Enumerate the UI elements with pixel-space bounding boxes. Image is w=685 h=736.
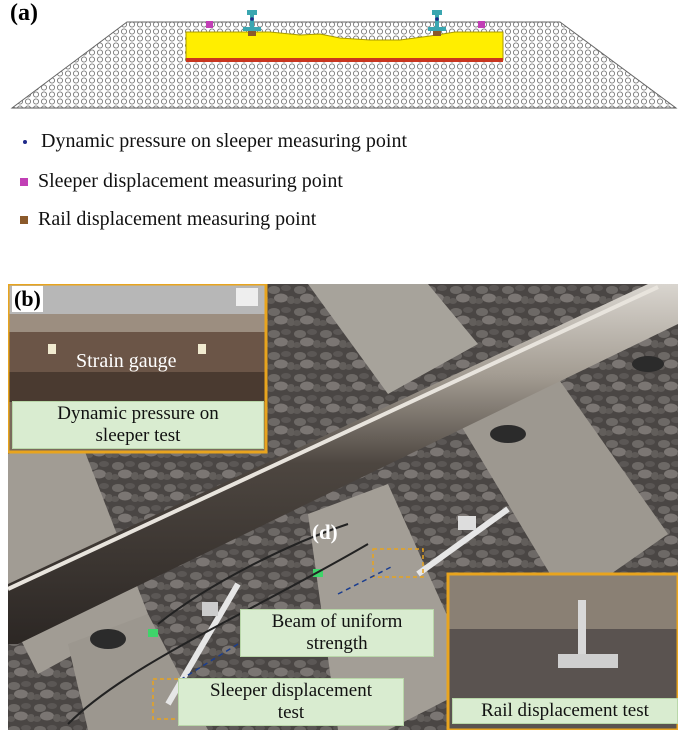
legend-item-sleeper-displacement: Sleeper displacement measuring point (20, 170, 343, 193)
rail-displacement-marker-left (248, 31, 256, 36)
rail-left (243, 10, 261, 36)
caption-beam-uniform-strength: Beam of uniform strength (240, 609, 434, 657)
caption-line: sleeper test (95, 425, 181, 446)
legend-item-rail-displacement: Rail displacement measuring point (20, 208, 316, 231)
panel-d-label: (d) (312, 520, 338, 544)
caption-line: strength (306, 633, 368, 654)
rail-photo (8, 284, 678, 644)
legend-label: Dynamic pressure on sleeper measuring po… (41, 130, 408, 152)
caption-sleeper-displacement: Sleeper displacement test (178, 678, 404, 726)
rail-right (428, 10, 446, 36)
square-marker-icon (20, 215, 28, 224)
caption-rail-displacement: Rail displacement test (452, 698, 678, 724)
caption-line: Sleeper displacement (210, 680, 372, 701)
caption-line: test (277, 702, 305, 723)
square-marker-icon (20, 177, 28, 186)
ballast-trapezoid (10, 21, 678, 109)
arrow-line (179, 643, 239, 681)
caption-line: Beam of uniform (271, 611, 403, 632)
arrow-line (337, 565, 394, 595)
legend-item-dynamic-pressure: Dynamic pressure on sleeper measuring po… (20, 130, 407, 153)
caption-dynamic-pressure: Dynamic pressure on sleeper test (12, 401, 264, 449)
sleeper-displacement-marker-left (206, 21, 213, 28)
panel-a-label: (a) (10, 0, 38, 26)
panel-b-label: (b) (12, 286, 43, 312)
track-photograph (8, 284, 678, 730)
dot-marker-icon (23, 139, 27, 144)
track-cross-section-diagram (10, 10, 678, 109)
sleeper-displacement-marker-right (478, 21, 485, 28)
legend-label: Rail displacement measuring point (38, 208, 317, 230)
legend-label: Sleeper displacement measuring point (38, 170, 343, 192)
rail-displacement-marker-right (433, 31, 441, 36)
strain-gauge-label: Strain gauge (76, 350, 177, 372)
caption-line: Dynamic pressure on (57, 403, 219, 424)
